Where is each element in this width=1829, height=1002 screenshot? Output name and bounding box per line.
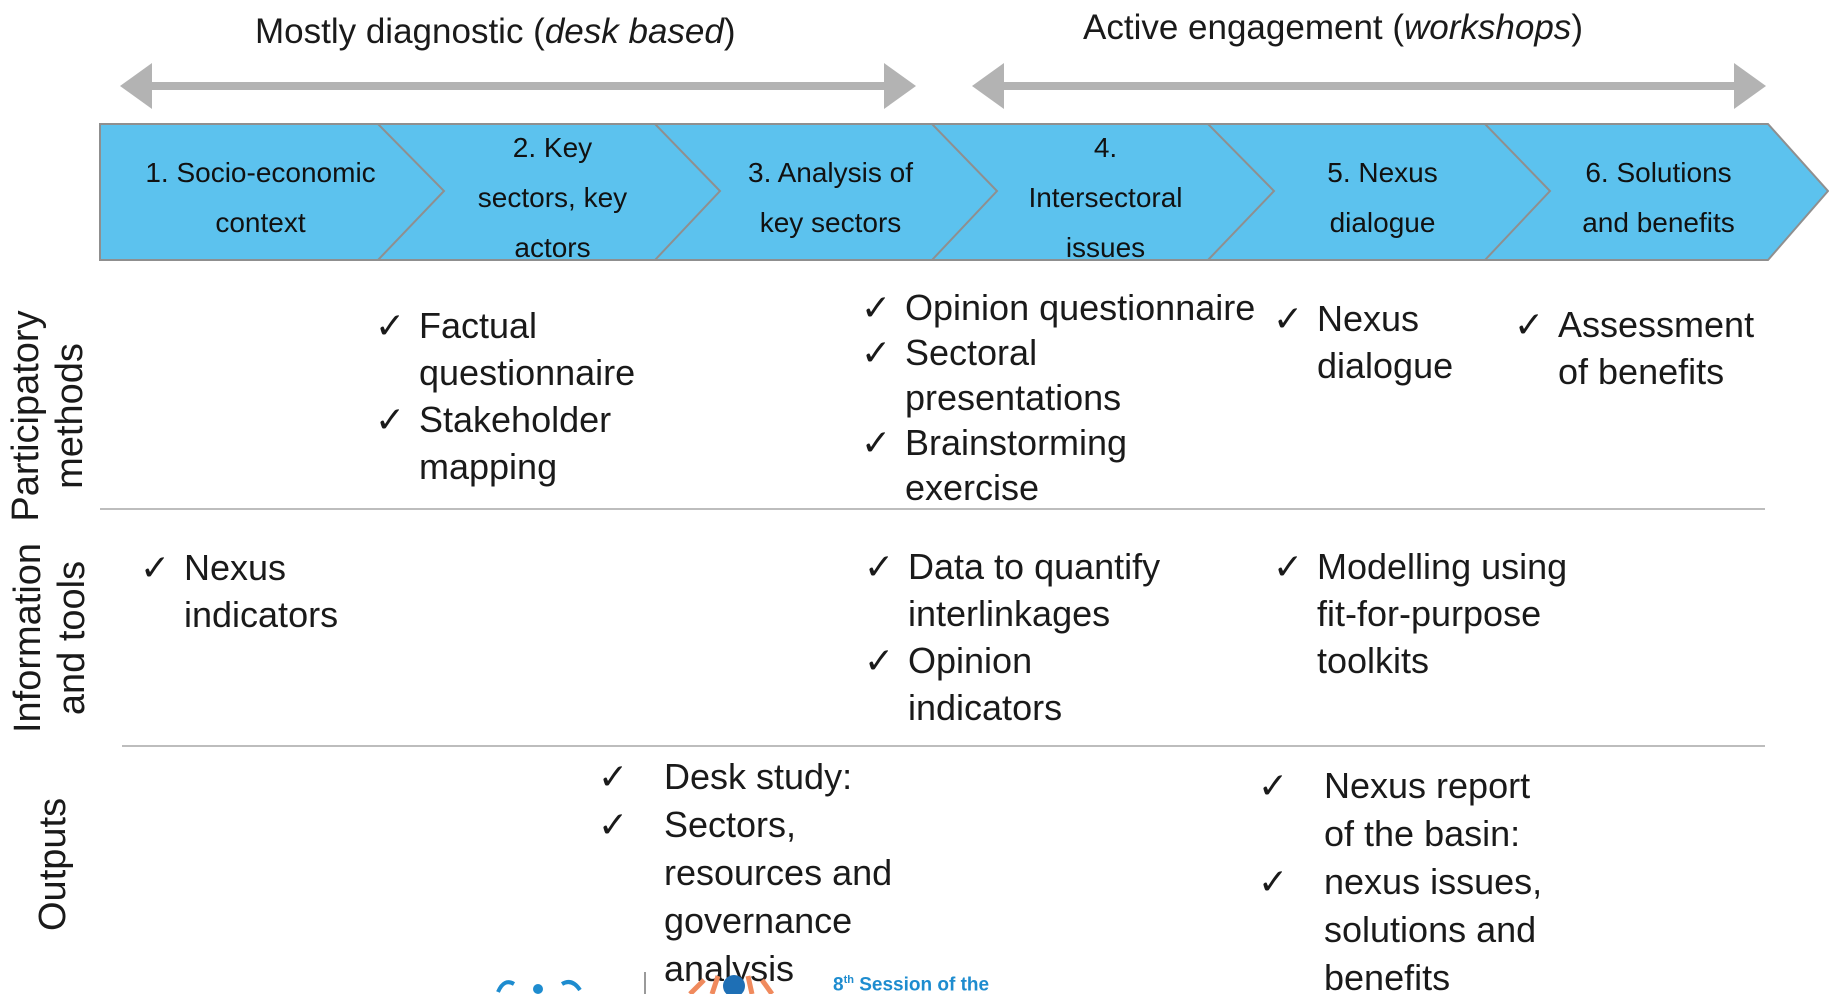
- sunburst-ray-icon: [759, 978, 775, 994]
- phase-title-engagement: Active engagement (workshops): [1083, 8, 1583, 47]
- sunburst-center-icon: [723, 975, 745, 994]
- check-icon: ✓: [1258, 861, 1289, 902]
- footer-logo-left: [496, 980, 582, 994]
- check-icon: ✓: [140, 547, 171, 588]
- check-icon: ✓: [864, 640, 895, 681]
- check-icon: ✓: [375, 305, 406, 346]
- process-bar-body: [99, 123, 1829, 261]
- check-icon: ✓: [375, 399, 406, 440]
- logo-mark-icon: [496, 980, 516, 993]
- row-divider-2: [122, 745, 1765, 747]
- check-icon: ✓: [598, 756, 629, 797]
- check-icon: ✓: [861, 422, 892, 463]
- chevron-divider-4: [1207, 123, 1276, 261]
- logo-separator: [644, 972, 646, 994]
- logo-dot-icon: [533, 984, 543, 994]
- chevron-divider-1: [377, 123, 446, 261]
- check-icon: ✓: [1258, 765, 1289, 806]
- row-label-outputs: Outputs: [32, 797, 74, 931]
- row-divider-1: [100, 508, 1765, 510]
- chevron-divider-5: [1484, 123, 1552, 261]
- chevron-divider-2: [654, 123, 722, 261]
- list-item: ✓Opinion questionnaire: [861, 287, 1256, 328]
- diagnostic-arrow: [120, 63, 916, 109]
- chevron-process-bar: [99, 123, 1829, 261]
- phase-title-diagnostic: Mostly diagnostic (desk based): [255, 12, 736, 51]
- check-icon: ✓: [1514, 304, 1545, 345]
- check-icon: ✓: [861, 287, 892, 328]
- footer-session-text: 8th Session of the: [833, 974, 990, 996]
- sunburst-ray-icon: [745, 975, 755, 994]
- engagement-arrow: [972, 63, 1766, 109]
- footer-logo-sunburst: [688, 975, 775, 994]
- check-icon: ✓: [864, 546, 895, 587]
- sunburst-ray-icon: [709, 975, 721, 994]
- check-icon: ✓: [598, 804, 629, 845]
- check-icon: ✓: [1273, 298, 1304, 339]
- chevron-divider-3: [931, 123, 999, 261]
- logo-mark-icon: [560, 980, 582, 992]
- phase-arrows: [120, 63, 1766, 109]
- list-item: ✓Desk study:: [598, 753, 892, 801]
- sunburst-ray-icon: [688, 978, 706, 994]
- check-icon: ✓: [1273, 546, 1304, 587]
- check-icon: ✓: [861, 332, 892, 373]
